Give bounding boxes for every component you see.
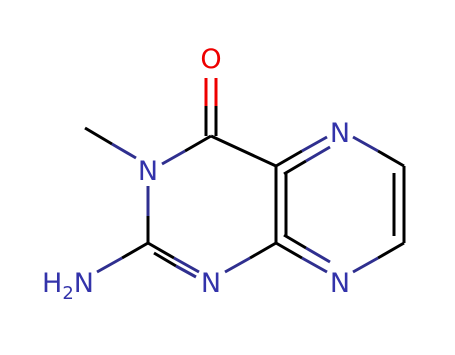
n8-label: N	[330, 268, 350, 299]
bond-n8-c8a	[301, 256, 328, 274]
n1-label: N	[201, 268, 221, 299]
bond-c2-nh2	[121, 241, 149, 260]
bond-n5-c6-c	[377, 149, 405, 168]
bond-n3-methyl-c	[84, 126, 113, 146]
amino-n: N	[74, 268, 94, 299]
bond-c2-n1-double-hetero	[175, 264, 197, 279]
bonds	[84, 78, 406, 279]
bond-c7-n8	[377, 241, 405, 260]
bond-n8-c8a-c	[275, 241, 303, 260]
bond-c4-n3-hetero	[161, 149, 186, 166]
bond-n1-c8a	[224, 256, 251, 274]
bond-c7-n8-hetero	[352, 256, 379, 274]
n3-label: N	[138, 156, 158, 187]
n5-label: N	[330, 118, 350, 149]
bond-n3-methyl	[111, 142, 137, 160]
amino-group-label: H2N	[42, 268, 94, 304]
amino-subscript: 2	[62, 283, 73, 304]
atom-labels: O N N N N H2N	[42, 44, 350, 304]
bond-n5-c6	[352, 135, 379, 153]
bond-n8-c8a-double	[305, 246, 331, 264]
amino-h: H	[42, 268, 62, 299]
bond-n1-c8a-c	[249, 241, 277, 260]
bond-c4a-n5-double	[283, 159, 307, 176]
bond-c4a-c4	[210, 134, 277, 168]
bond-c4a-n5	[275, 149, 303, 168]
bond-c2-n1-hetero	[173, 256, 200, 274]
oxygen-label: O	[200, 44, 221, 75]
bond-n8-c8a-double-c	[283, 233, 307, 250]
bond-c2-n1	[147, 241, 175, 260]
bond-c4-n3	[184, 134, 212, 153]
bond-c4a-n5-hetero	[301, 135, 328, 153]
bond-c4a-n5-double-hetero	[305, 145, 331, 163]
bond-c2-n1-double	[153, 251, 177, 268]
bond-c2-nh2-hetero	[96, 256, 123, 274]
